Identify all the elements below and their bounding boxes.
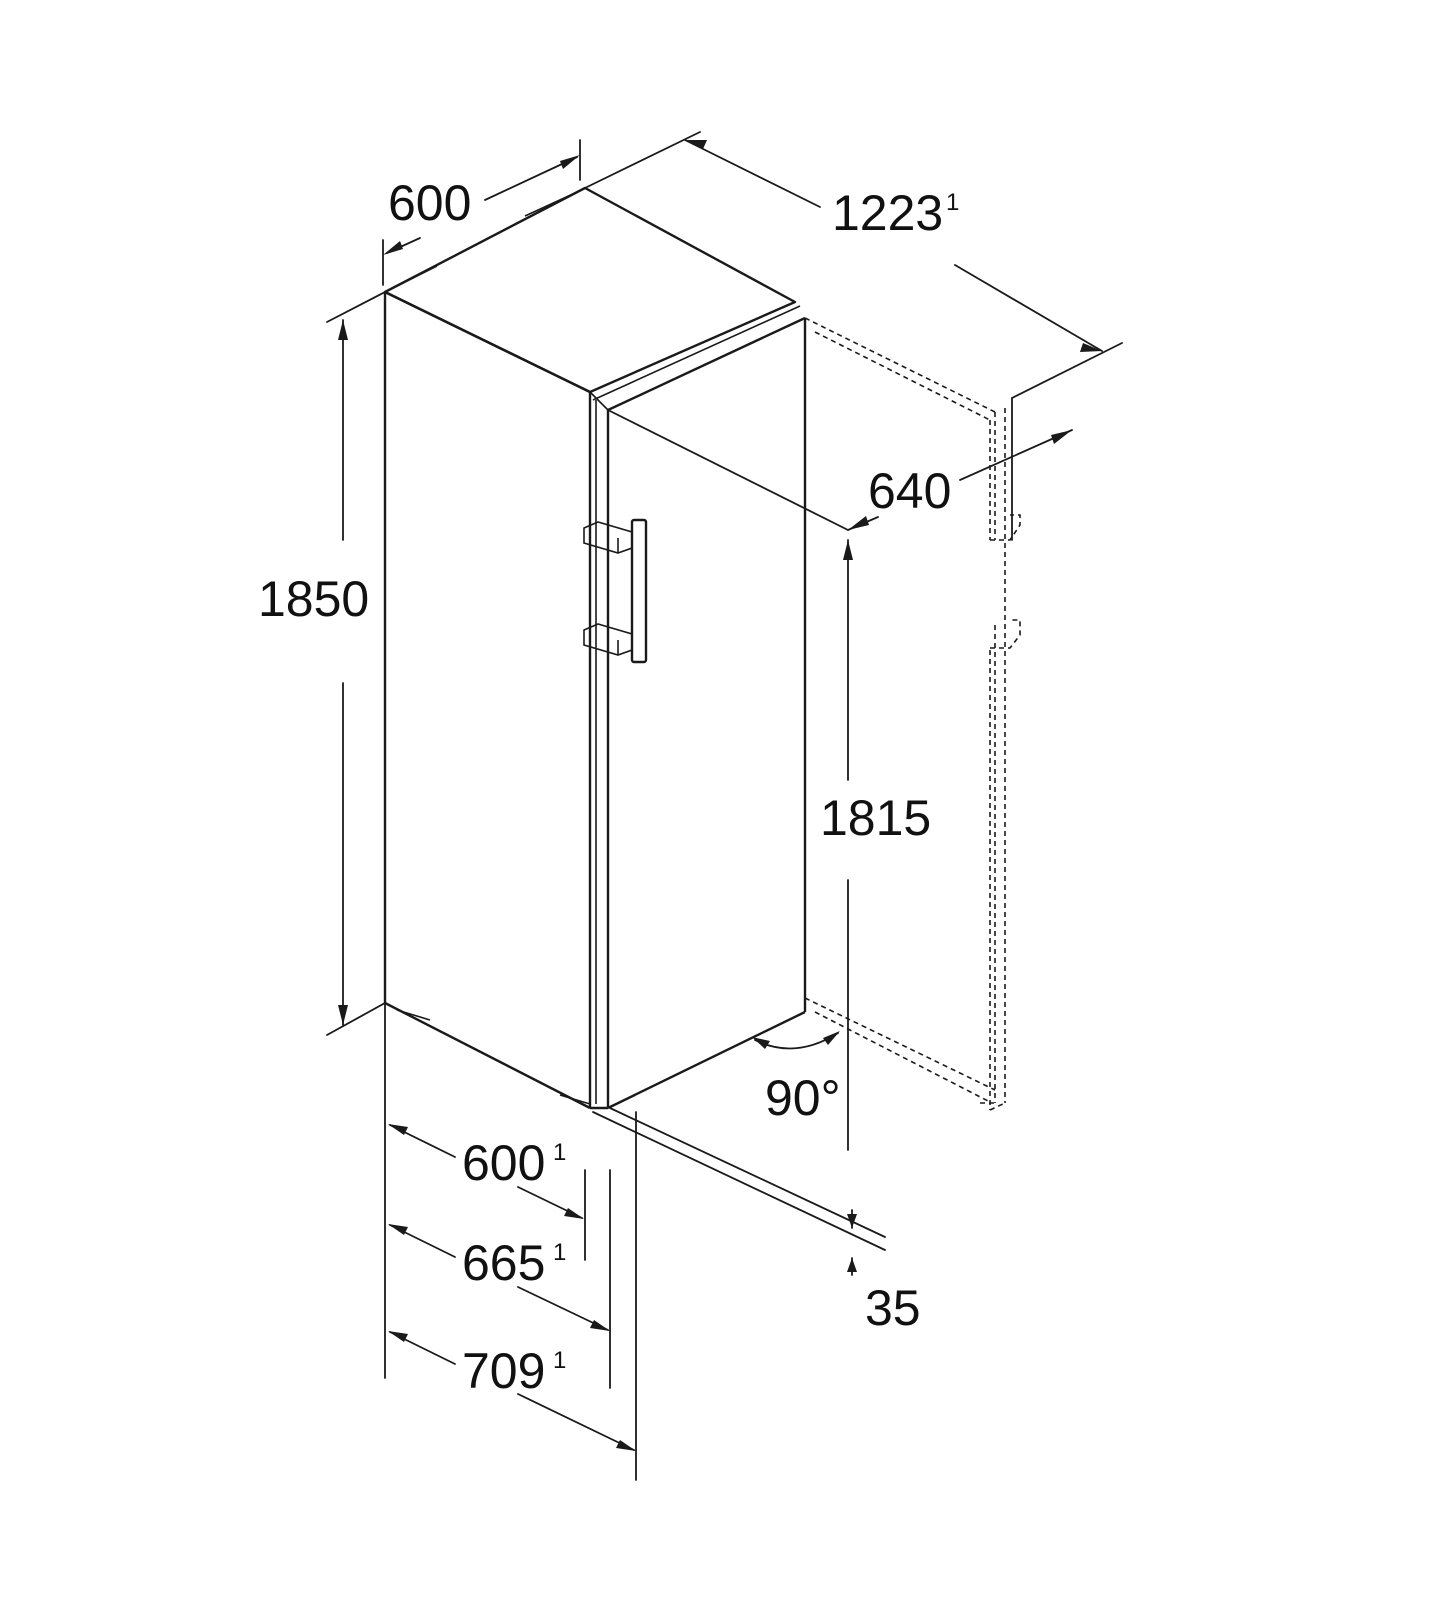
open-door-outline <box>804 317 1021 1111</box>
dimension-lines <box>326 131 1123 1481</box>
door-handle <box>583 518 648 664</box>
dim-door-open-depth-note: 1 <box>946 189 959 216</box>
dim-door-open-depth: 1223 <box>832 185 943 241</box>
dim-depth-with-door-note: 1 <box>553 1239 566 1266</box>
dim-depth-with-handle: 709 <box>462 1343 545 1399</box>
dim-bottom-gap: 35 <box>865 1280 921 1336</box>
dim-door-angle: 90° <box>765 1070 841 1126</box>
dim-total-height: 1850 <box>258 571 369 627</box>
dim-depth-with-handle-note: 1 <box>553 1347 566 1374</box>
dim-depth-with-door: 665 <box>462 1235 545 1291</box>
appliance-body <box>383 186 807 1110</box>
dim-door-swing-depth: 640 <box>868 463 951 519</box>
dim-top-width: 600 <box>388 175 471 231</box>
dim-body-depth: 600 <box>462 1135 545 1191</box>
dim-door-height: 1815 <box>820 790 931 846</box>
dim-body-depth-note: 1 <box>553 1139 566 1166</box>
